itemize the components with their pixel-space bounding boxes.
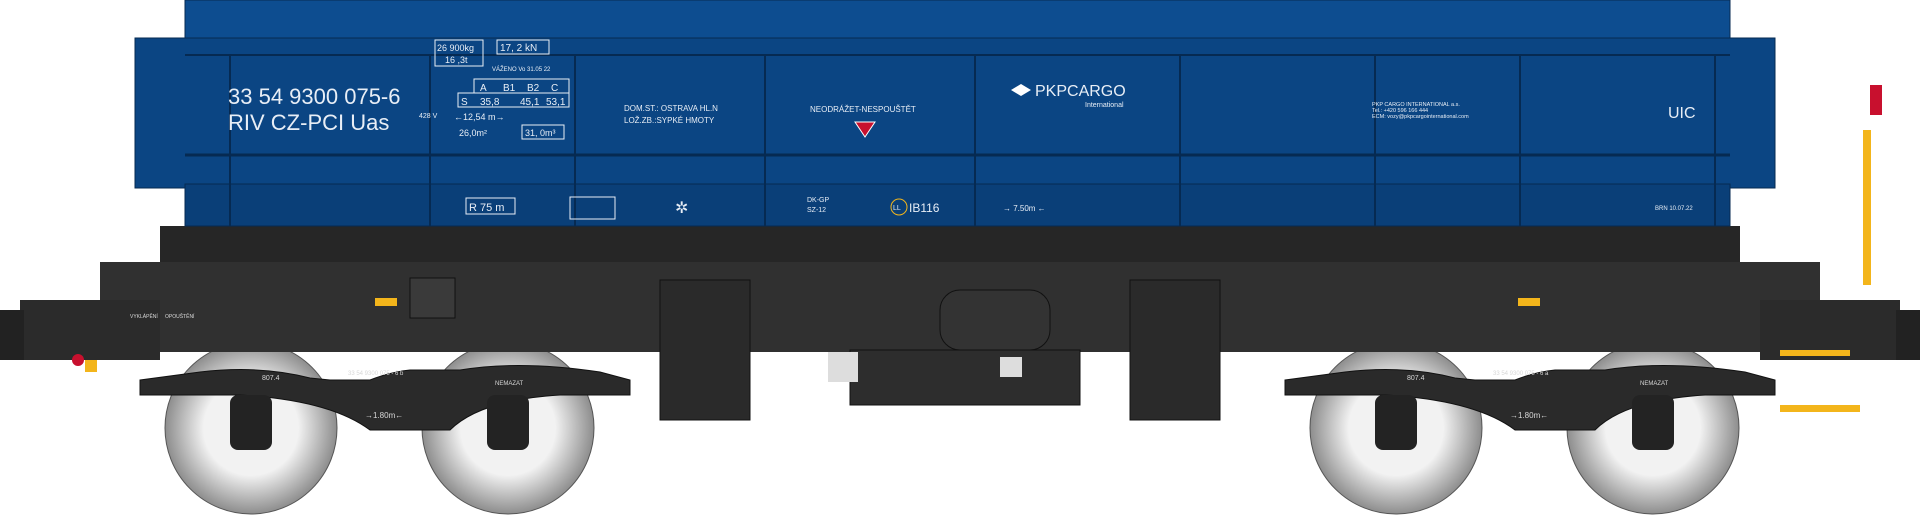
bogie-number: 33 54 9300 075 - 6 b — [348, 371, 404, 377]
bogie-right: 807.4 33 54 9300 075 - 6 a NEMAZAT →1.80… — [1284, 364, 1776, 450]
tare-t: 16 ,3t — [445, 55, 468, 65]
load-row-label: S — [461, 97, 468, 108]
bogie-left: 807.4 33 54 9300 075 - 6 b NEMAZAT →1.80… — [139, 364, 631, 450]
right-buffer — [1896, 310, 1920, 360]
brake-force: 17, 2 kN — [500, 43, 537, 54]
bogie-wheelbase: →1.80m← — [1510, 411, 1548, 420]
grid-step — [409, 277, 456, 319]
load-table — [457, 78, 570, 108]
left-buffer — [0, 310, 24, 360]
logo-text: PKPCARGO — [1035, 83, 1126, 100]
bogie-note: NEMAZAT — [495, 381, 524, 387]
load-type: LOŽ.ZB.:SYPKÉ HMOTY — [624, 116, 715, 125]
radius-mark: R 75 m — [469, 202, 504, 214]
handrail — [1863, 130, 1871, 285]
load-value: 45,1 — [520, 97, 540, 108]
home-station: DOM.ST.: OSTRAVA HL.N — [624, 104, 718, 113]
uic-mark: UIC — [1668, 105, 1696, 122]
dk-gp-mark: DK-GP — [807, 197, 830, 204]
wagon-body — [134, 0, 1776, 227]
volume-mark: 31, 0m³ — [525, 128, 556, 138]
wagon-markings: 33 54 9300 075-6 RIV CZ-PCI Uas 428 V 26… — [228, 39, 1696, 220]
warning-text: NEODRÁŽET-NESPOUŠTĚT — [810, 105, 916, 114]
owner-line: ECM: vozy@pkpcargointernational.com — [1372, 114, 1469, 120]
bogie-distance: → 7.50m ← — [1003, 204, 1046, 213]
lever-label-tip: VYKLÁPĚNÍ — [130, 312, 158, 320]
revision-mark: BRN 10.07.22 — [1655, 206, 1693, 212]
load-header-b1: B1 — [503, 83, 516, 94]
bogie-number: 33 54 9300 075 - 6 a — [1493, 371, 1549, 377]
load-value: 53,1 — [546, 97, 566, 108]
tare-kg: 26 900kg — [437, 43, 474, 53]
hump-shunting-icon: ✲ — [675, 200, 688, 217]
ib-mark: IB116 — [909, 201, 940, 215]
area-mark: 26,0m² — [459, 128, 487, 138]
length-mark: ←12,54 m→ — [454, 112, 505, 122]
bogie-code: 807.4 — [262, 375, 280, 382]
owner-line: Tel.: +420 596 166 444 — [1372, 108, 1428, 114]
bogie-wheelbase: →1.80m← — [365, 411, 403, 420]
lever-label-release: OPOUŠTĚNÍ — [165, 312, 195, 320]
wagon-designation-sup: 428 V — [419, 113, 438, 120]
sz-mark: SZ-12 — [807, 207, 826, 214]
bogie-note: NEMAZAT — [1640, 381, 1669, 387]
weighed-date: VÁŽENO Vo 31.05 22 — [492, 65, 551, 73]
load-header-c: C — [551, 83, 558, 94]
pkp-logo-icon — [1011, 84, 1031, 96]
load-header-a: A — [480, 83, 487, 94]
ramp-icon — [569, 196, 616, 220]
ll-mark: LL — [893, 205, 901, 212]
load-header-b2: B2 — [527, 83, 540, 94]
owner-line: PKP CARGO INTERNATIONAL a.s. — [1372, 102, 1460, 108]
bogie-code: 807.4 — [1407, 375, 1425, 382]
wagon-designation: RIV CZ-PCI Uas — [228, 110, 389, 135]
warning-triangle-icon — [854, 121, 876, 138]
underframe: VYKLÁPĚNÍ OPOUŠTĚNÍ — [0, 85, 1920, 421]
load-value: 35,8 — [480, 97, 500, 108]
logo-sub: International — [1085, 102, 1124, 109]
wagon-number: 33 54 9300 075-6 — [228, 84, 401, 109]
